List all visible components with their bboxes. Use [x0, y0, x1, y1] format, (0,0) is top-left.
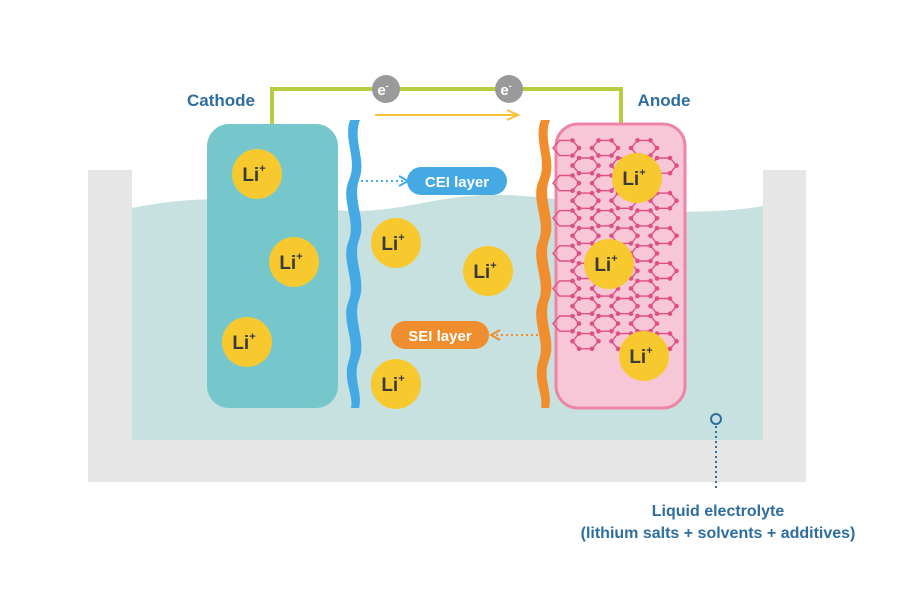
svg-text:Li+: Li+ — [232, 331, 255, 354]
electrolyte-container — [88, 170, 806, 482]
anode-label: Anode — [638, 91, 691, 110]
svg-text:Li+: Li+ — [629, 345, 652, 368]
lithium-ion-anode: Li+ — [619, 331, 669, 381]
lithium-ion-cathode: Li+ — [269, 237, 319, 287]
sei-layer-label: SEI layer — [408, 328, 472, 345]
electron-2: e- — [495, 75, 523, 103]
electron-flow-arrow — [375, 109, 521, 121]
svg-text:Li+: Li+ — [279, 251, 302, 274]
svg-text:Li+: Li+ — [594, 253, 617, 276]
lithium-ion-electrolyte: Li+ — [371, 359, 421, 409]
sei-layer-film — [536, 120, 552, 408]
svg-text:e-: e- — [500, 81, 511, 99]
svg-text:Li+: Li+ — [242, 163, 265, 186]
electron-1: e- — [372, 75, 400, 103]
svg-text:Li+: Li+ — [622, 167, 645, 190]
cei-layer-label: CEI layer — [425, 174, 489, 191]
cathode-label: Cathode — [187, 91, 255, 110]
electrolyte-label-line2: (lithium salts + solvents + additives) — [581, 525, 856, 542]
cei-layer-callout: CEI layer — [361, 167, 507, 195]
svg-text:e-: e- — [377, 81, 388, 99]
lithium-ion-anode: Li+ — [612, 153, 662, 203]
cei-layer-film — [346, 120, 362, 408]
svg-text:Li+: Li+ — [473, 260, 496, 283]
svg-text:Li+: Li+ — [381, 373, 404, 396]
external-wire — [270, 87, 623, 128]
lithium-ion-electrolyte: Li+ — [463, 246, 513, 296]
electrolyte-pointer — [710, 413, 722, 490]
lithium-ion-cathode: Li+ — [222, 317, 272, 367]
lithium-ions: Li+ Li+ Li+ Li+ Li+ Li+ Li+ Li+ Li+ — [222, 149, 669, 409]
sei-layer-callout: SEI layer — [391, 321, 538, 349]
svg-text:Li+: Li+ — [381, 232, 404, 255]
electrolyte-label-line1: Liquid electrolyte — [652, 503, 785, 520]
lithium-ion-electrolyte: Li+ — [371, 218, 421, 268]
lithium-ion-anode: Li+ — [584, 239, 634, 289]
lithium-ion-cathode: Li+ — [232, 149, 282, 199]
